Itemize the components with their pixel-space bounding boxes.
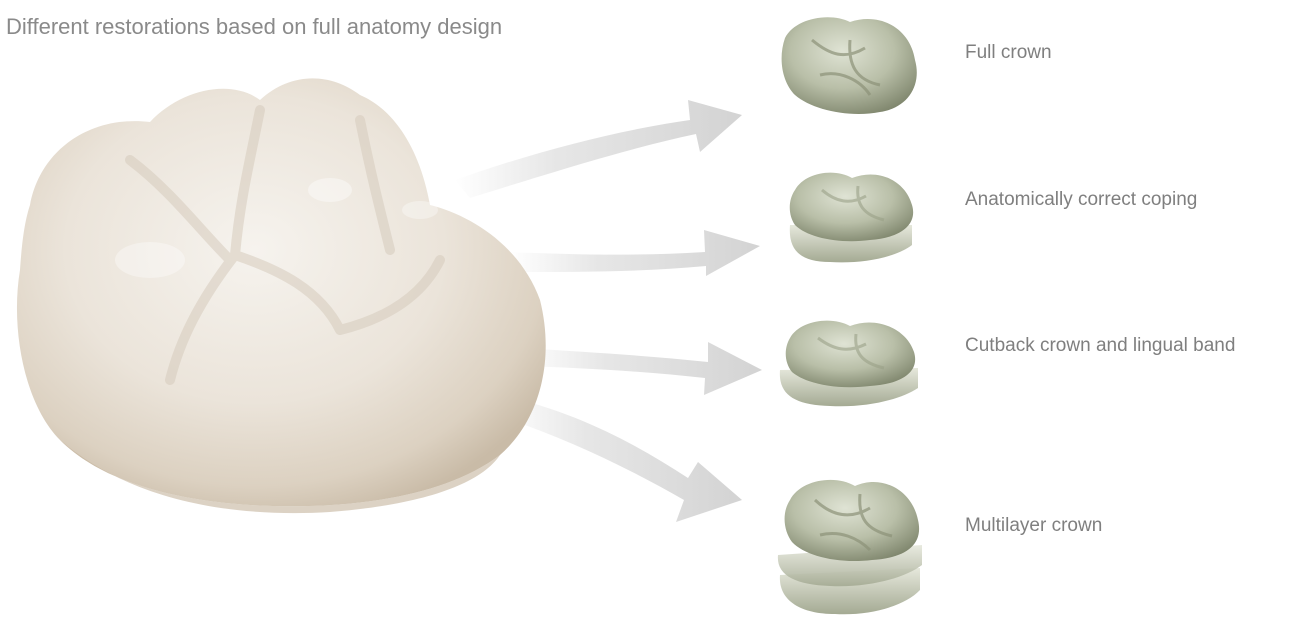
cutback-crown-label: Cutback crown and lingual band <box>965 335 1235 357</box>
coping-label: Anatomically correct coping <box>965 189 1197 211</box>
coping-icon <box>790 173 913 263</box>
full-anatomy-tooth-image <box>17 78 546 513</box>
full-crown-icon <box>782 17 917 114</box>
arrow-to-coping <box>510 230 760 276</box>
arrow-to-cutback-crown <box>520 342 762 395</box>
cutback-crown-icon <box>780 321 918 407</box>
multilayer-crown-icon <box>778 480 922 614</box>
arrow-to-full-crown <box>455 100 742 198</box>
multilayer-crown-label: Multilayer crown <box>965 515 1102 537</box>
arrow-to-multilayer-crown <box>500 395 742 522</box>
full-crown-label: Full crown <box>965 42 1052 64</box>
